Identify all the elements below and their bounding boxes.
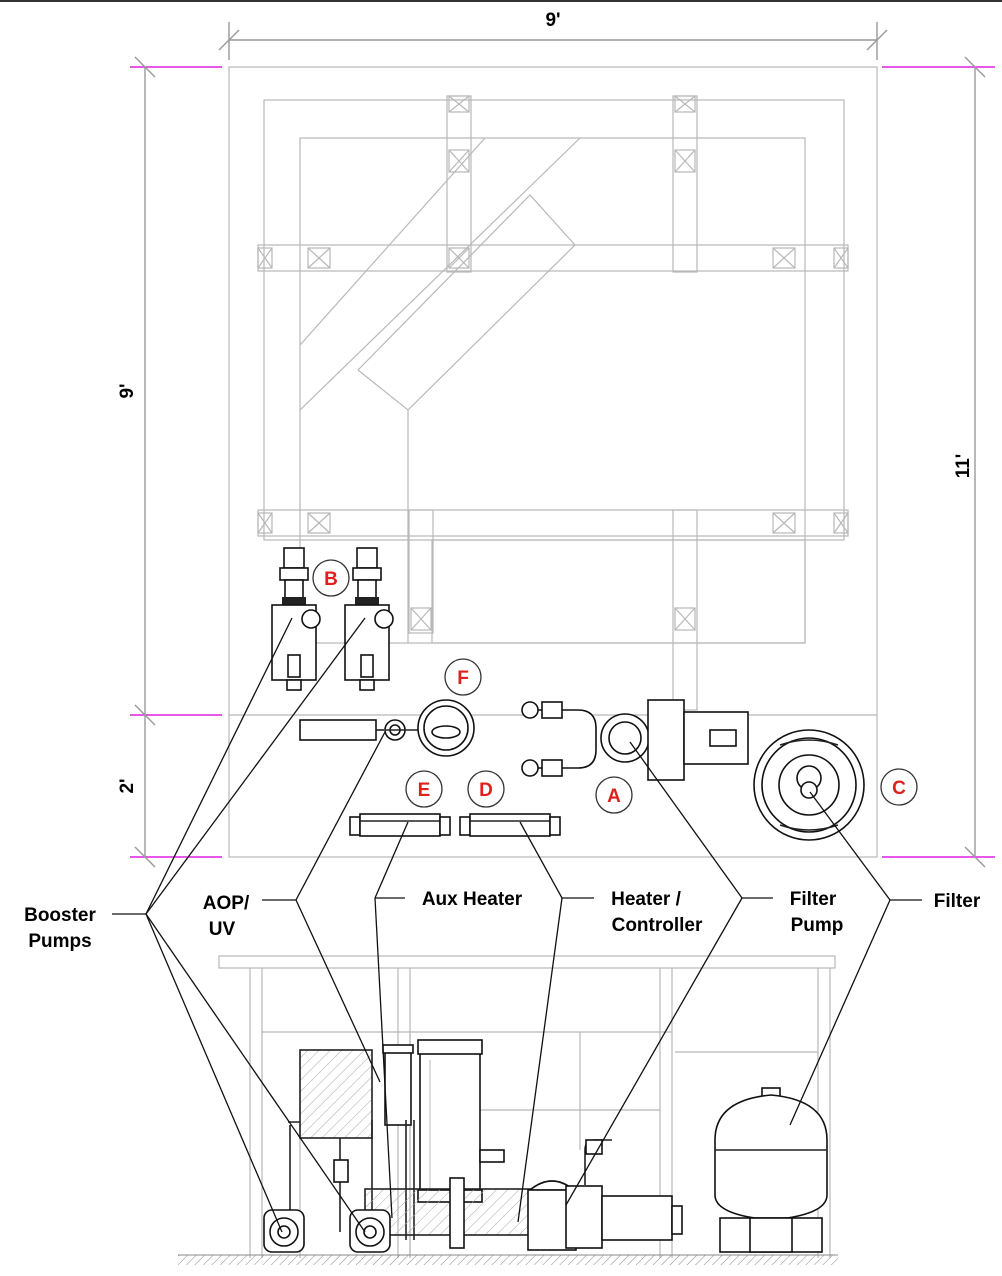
booster-pump-plan-1 <box>271 547 321 691</box>
label-aop-uv-line2: UV <box>209 919 236 940</box>
label-filter-pump-line2: Pump <box>791 915 844 936</box>
leader-lines <box>112 617 922 1233</box>
dim-left-upper: 9' <box>117 383 138 398</box>
filter-elev <box>714 1087 828 1253</box>
filter-pump-elev <box>527 1139 683 1251</box>
badge-F: F <box>444 658 482 696</box>
label-booster-pumps-line2: Pumps <box>28 931 91 952</box>
label-booster-pumps-line1: Booster <box>24 905 96 926</box>
overflow-diag-1 <box>299 137 486 346</box>
label-aop-uv-line1: AOP/ <box>203 893 250 914</box>
booster-pump-elev-1 <box>263 1209 305 1253</box>
post-right-upper <box>672 95 698 273</box>
reactor-canister <box>419 1047 481 1201</box>
badge-C: C <box>880 768 918 806</box>
overflow-box <box>357 194 576 411</box>
dim-left-lower: 2' <box>117 778 138 793</box>
svg-text:B: B <box>324 569 338 590</box>
booster-pump-elev-2 <box>349 1209 391 1253</box>
svg-text:C: C <box>892 778 906 799</box>
label-filter-pump-line1: Filter <box>790 889 837 910</box>
post-left-lower <box>408 509 434 634</box>
stand-frame-outer <box>263 99 845 541</box>
dimension-lines <box>130 22 995 868</box>
badge-B: B <box>312 559 350 597</box>
sump-outline <box>431 539 806 644</box>
room-outline <box>228 66 878 858</box>
badge-A: A <box>595 776 633 814</box>
label-filter: Filter <box>934 891 981 912</box>
aop-uv-plan <box>299 699 475 757</box>
filter-pump-plan <box>521 699 749 781</box>
aux-heater-plan <box>349 813 451 837</box>
svg-text:E: E <box>418 780 431 801</box>
elevation-view <box>178 955 838 1265</box>
cross-blocks <box>257 95 849 631</box>
badge-D: D <box>467 770 505 808</box>
label-heater-controller-line1: Heater / <box>611 889 681 910</box>
post-right-lower <box>672 509 698 711</box>
overflow-diag-2 <box>299 137 581 411</box>
dim-right-total: 11' <box>953 454 974 479</box>
svg-text:A: A <box>607 786 621 807</box>
post-left-upper <box>446 95 472 273</box>
dim-top-width: 9' <box>545 10 560 31</box>
ground <box>178 1255 838 1265</box>
booster-pump-plan-2 <box>344 547 394 691</box>
controller-box <box>299 1049 373 1139</box>
uv-sterilizer <box>384 1049 412 1126</box>
badge-E: E <box>405 770 443 808</box>
filter-plan <box>753 729 865 841</box>
beam-lower <box>257 509 849 537</box>
label-aux-heater: Aux Heater <box>422 889 523 910</box>
svg-text:D: D <box>479 780 493 801</box>
svg-text:F: F <box>457 668 469 689</box>
label-heater-controller-line2: Controller <box>612 915 703 936</box>
stand-top <box>218 955 836 969</box>
heater-plan <box>459 813 561 837</box>
plan-view <box>228 66 878 858</box>
